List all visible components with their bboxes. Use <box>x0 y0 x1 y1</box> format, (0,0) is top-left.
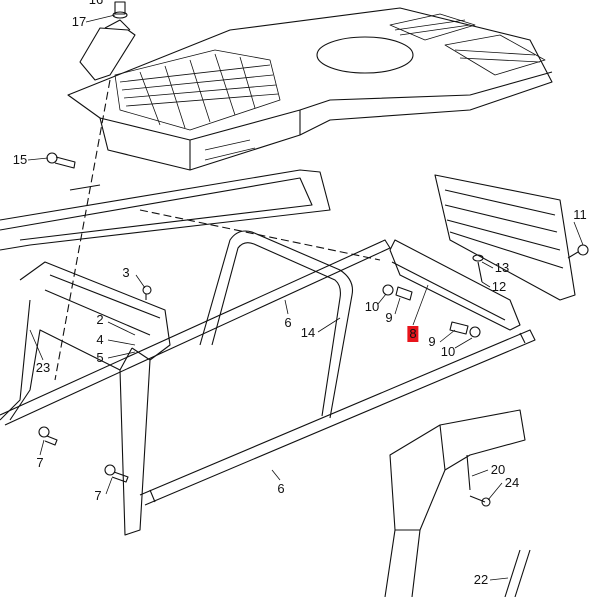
callout-5: 5 <box>96 350 104 365</box>
callout-22: 22 <box>473 572 489 587</box>
bolt-9 <box>395 286 413 301</box>
front-frame <box>0 261 171 536</box>
callout-7b: 7 <box>94 488 102 503</box>
callout-9: 9 <box>385 310 393 325</box>
hinge-axis-line <box>54 79 111 381</box>
callout-12: 12 <box>491 279 507 294</box>
callout-24: 24 <box>504 475 520 490</box>
callout-14: 14 <box>300 325 316 340</box>
washer-10 <box>382 284 394 296</box>
callout-11: 11 <box>573 207 587 222</box>
leader-lines <box>27 14 584 581</box>
callout-6: 6 <box>284 315 292 330</box>
bolt-20 <box>466 454 471 491</box>
mount-bracket-8 <box>382 239 521 338</box>
bolt-7b <box>104 464 129 483</box>
hood-grille <box>114 13 546 161</box>
bolt-3 <box>142 285 152 300</box>
callout-10b: 10 <box>440 344 456 359</box>
callout-4: 4 <box>96 332 104 347</box>
callout-20: 20 <box>490 462 506 477</box>
callout-13: 13 <box>494 260 510 275</box>
lower-bracket <box>384 409 531 597</box>
washer-17 <box>112 11 128 19</box>
washer-13 <box>472 254 484 262</box>
hinge-bracket <box>79 1 136 81</box>
callout-7: 7 <box>36 455 44 470</box>
bolt-16 <box>114 1 126 15</box>
callout-23: 23 <box>35 360 51 375</box>
callout-8-highlighted[interactable]: 8 <box>407 326 419 342</box>
side-rail <box>0 239 536 506</box>
callout-16: 16 <box>89 0 103 7</box>
top-rail <box>0 169 331 251</box>
washer-10b <box>469 326 481 338</box>
bolt-11 <box>577 244 589 256</box>
callout-15: 15 <box>12 152 28 167</box>
bolt-12 <box>477 261 483 283</box>
roll-hoop-14 <box>199 230 354 419</box>
callout-10: 10 <box>364 299 380 314</box>
bolt-15 <box>46 152 76 169</box>
callout-3: 3 <box>122 265 130 280</box>
callout-9b: 9 <box>428 334 436 349</box>
bolt-9b <box>449 321 469 335</box>
hood-panel <box>67 7 553 171</box>
callout-2: 2 <box>96 312 104 327</box>
bolt-7 <box>38 426 58 446</box>
side-grille-panel <box>434 174 589 301</box>
callout-17: 17 <box>71 14 87 29</box>
callout-6b: 6 <box>277 481 285 496</box>
